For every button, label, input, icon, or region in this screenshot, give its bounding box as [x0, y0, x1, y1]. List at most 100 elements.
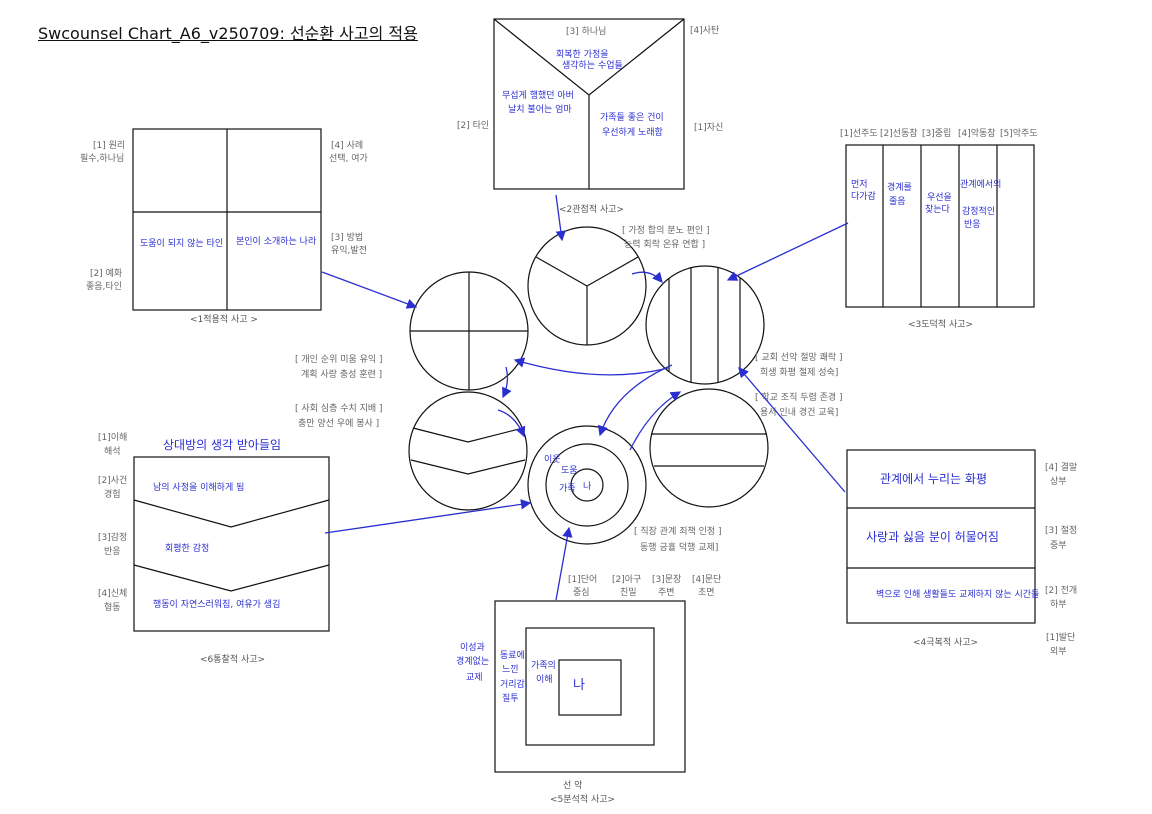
- analytic-mid-3: 거리감,: [500, 678, 528, 690]
- circle-moral: [645, 265, 765, 385]
- circle-kingdom: [649, 388, 769, 508]
- circle-relational: [527, 226, 647, 346]
- analytic-inner-2: 이해: [536, 674, 553, 685]
- relational-hand-left-2: 날치 불어는 엄마: [508, 103, 572, 115]
- applied-q2-line2: 좋음,타인: [86, 281, 122, 292]
- insight-label-3b: 반응: [104, 546, 121, 557]
- note-t9: [ 학교 조직 두렴 존경 ]: [755, 391, 843, 403]
- analytic-header-2a: [2]아구: [612, 574, 641, 585]
- kingdom-hand-2: 사랑과 싫음 분이 허물어짐: [866, 530, 999, 544]
- relational-caption: <2관점적 사고>: [559, 203, 624, 215]
- insight-label-2b: 경험: [104, 488, 121, 500]
- moral-hand-4b: 감정적인: [962, 205, 995, 217]
- applied-q1-line2: 필수,하나님: [80, 152, 124, 164]
- insight-thinking-box: [1]이해 해석 [2]사건 경험 [3]감정 반응 [4]신체 형동 상대방의…: [98, 432, 330, 665]
- kingdom-hand-3: 벽으로 인해 생활들도 교제하지 않는 시간들: [876, 588, 1039, 600]
- insight-label-2a: [2]사건: [98, 475, 127, 486]
- analytic-header-1a: [1]단어: [568, 574, 597, 585]
- moral-caption: <3도덕적 사고>: [908, 318, 973, 330]
- analytic-header-2b: 친밀: [620, 586, 637, 598]
- insight-label-1b: 해석: [104, 446, 121, 457]
- circle-analytic-center: 나 도움 이웃 가족: [527, 425, 647, 545]
- moral-header-4: [4]악동참: [958, 127, 996, 139]
- circle-applied: [409, 271, 529, 391]
- note-t11: [ 직장 관계 죄책 인정 ]: [634, 525, 722, 537]
- moral-hand-4c: 반응: [964, 219, 981, 230]
- moral-hand-1a: 먼저: [851, 179, 868, 190]
- analytic-mid-1: 동료에: [500, 650, 525, 661]
- insight-label-4a: [4]신체: [98, 588, 127, 599]
- analytic-outer-3: 교제: [466, 672, 483, 683]
- note-t1: [ 가정 합의 분노 편인 ]: [622, 224, 710, 236]
- applied-q4-line2: 선택, 여가: [329, 152, 368, 164]
- insight-hand-3: 행동이 자연스러워짐, 여유가 생김: [153, 598, 280, 610]
- note-t10: 용서 인내 경건 교육]: [760, 406, 838, 418]
- analytic-header-4b: 초면: [698, 587, 715, 598]
- relational-left: [2] 타인: [457, 120, 489, 131]
- moral-header-1: [1]선주도: [840, 128, 878, 139]
- relational-top: [3] 하나님: [566, 26, 606, 37]
- insight-header: 상대방의 생각 받아들임: [163, 438, 281, 452]
- page-title: Swcounsel Chart_A6_v250709: 선순환 사고의 적용: [38, 24, 418, 43]
- moral-hand-2b: 줄음: [889, 196, 906, 207]
- analytic-outer-1: 이성과: [460, 642, 485, 653]
- note-t12: 동행 긍휼 덕행 교제]: [640, 541, 718, 553]
- analytic-inner-1: 가족의: [531, 660, 556, 671]
- relational-right: [1]자신: [694, 122, 723, 133]
- insight-hand-1: 남의 사정을 이해하게 됨: [153, 481, 244, 493]
- moral-hand-2a: 경계를: [887, 181, 912, 193]
- center-ring3: 이웃: [544, 454, 561, 465]
- analytic-bottom: 선 악: [563, 779, 582, 791]
- note-t4: 계획 사랑 충성 훈련 ]: [301, 368, 382, 380]
- kingdom-label-2a: [2] 전개: [1045, 585, 1077, 596]
- relational-hand-top-1: 회복한 가정을: [556, 49, 609, 60]
- moral-hand-4a: 관계에서의: [960, 178, 1001, 190]
- relational-hand-top-2: 생각하는 수업들: [562, 59, 623, 71]
- analytic-outer-2: 경계없는: [456, 655, 489, 667]
- insight-label-1a: [1]이해: [98, 432, 127, 443]
- analytic-header-3a: [3]문장: [652, 574, 681, 585]
- applied-thinking-box: [1] 원리 필수,하나님 [4] 사례 선택, 여가 [2] 예화 좋음,타인…: [80, 128, 368, 325]
- analytic-center: 나: [573, 678, 585, 693]
- moral-hand-3a: 우선을: [927, 192, 952, 203]
- relational-thinking-box: [3] 하나님 [4]사탄 [2] 타인 [1]자신 회복한 가정을 생각하는 …: [457, 18, 723, 215]
- analytic-header-1b: 중심: [573, 587, 590, 598]
- analytic-mid-4: 질투: [502, 692, 519, 704]
- analytic-mid-2: 느낀: [502, 664, 519, 675]
- applied-q3-line2: 유익,발전: [331, 244, 367, 256]
- kingdom-label-4b: 상부: [1050, 476, 1067, 487]
- applied-hand-left: 도움이 되지 않는 타인: [140, 238, 223, 249]
- analytic-header-4a: [4]문단: [692, 574, 721, 585]
- insight-caption: <6통찰적 사고>: [200, 653, 265, 665]
- applied-q3-line1: [3] 방법: [331, 232, 363, 243]
- insight-label-3a: [3]감정: [98, 531, 127, 543]
- kingdom-hand-1: 관계에서 누리는 화평: [880, 472, 987, 486]
- relational-hand-left-1: 무섭게 행했던 아버: [502, 89, 574, 101]
- applied-q2-line1: [2] 예화: [90, 268, 122, 279]
- analytic-header-3b: 주변: [658, 587, 675, 598]
- moral-header-2: [2]선동참: [880, 128, 918, 139]
- analytic-caption: <5분석적 사고>: [550, 793, 615, 805]
- note-t3: [ 개인 순위 미움 유익 ]: [295, 353, 383, 365]
- moral-hand-1b: 다가감: [851, 190, 876, 202]
- analytic-thinking-box: [1]단어 중심 [2]아구 친밀 [3]문장 주변 [4]문단 초면 나 이성…: [456, 574, 721, 805]
- moral-header-3: [3]중립: [922, 128, 951, 139]
- kingdom-label-2b: 하부: [1050, 599, 1067, 610]
- note-t6: 충만 양선 우에 봉사 ]: [298, 418, 379, 429]
- circle-insight: [408, 391, 528, 511]
- note-t8: 희생 화평 절제 성숙]: [760, 366, 838, 378]
- insight-hand-2: 회평한 감정: [165, 542, 209, 554]
- applied-q1-line1: [1] 원리: [93, 140, 125, 151]
- moral-header-5: [5]악주도: [1000, 127, 1038, 139]
- kingdom-label-1b: 외부: [1050, 645, 1067, 657]
- relational-right-top: [4]사탄: [690, 25, 719, 36]
- center-ring-mid: 가족: [559, 483, 576, 494]
- note-t5: [ 사회 심층 수치 지배 ]: [295, 402, 383, 414]
- kingdom-label-4a: [4] 결말: [1045, 461, 1077, 473]
- moral-thinking-box: [1]선주도 [2]선동참 [3]중립 [4]악동참 [5]악주도 먼저 다가감…: [840, 127, 1038, 330]
- note-t7: [ 교회 선악 절망 쾌락 ]: [755, 351, 843, 363]
- relational-hand-right-2: 우선하게 노래함: [602, 127, 663, 138]
- bracket-notes: [ 가정 합의 분노 편인 ] 능력 회락 온유 연합 ] [ 개인 순위 미움…: [295, 224, 843, 553]
- applied-hand-right: 본인이 소개하는 나라: [236, 236, 317, 247]
- insight-label-4b: 형동: [104, 602, 121, 613]
